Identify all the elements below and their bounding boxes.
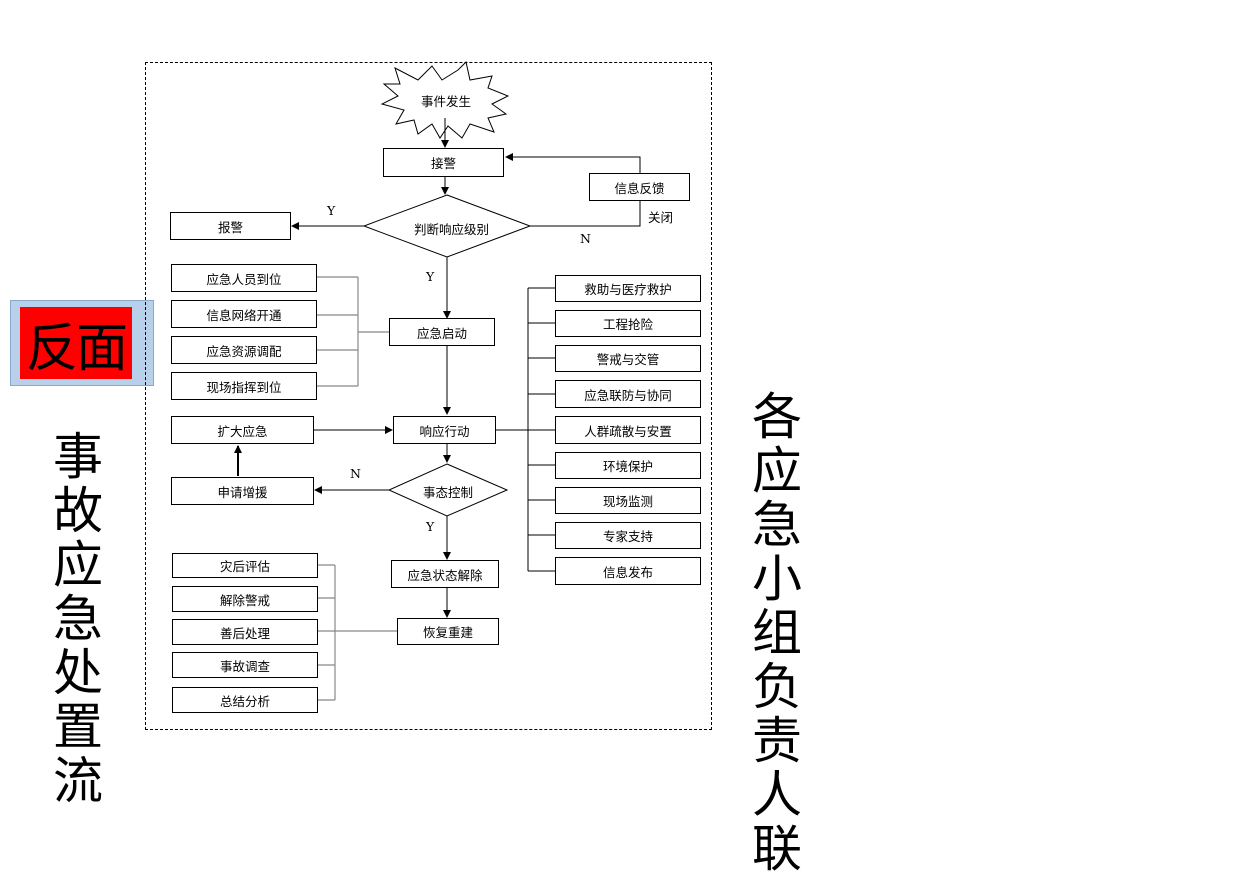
control-label: 事态控制 [423,485,474,500]
judge-yes-label: Y [327,203,336,218]
start-input-item: 现场指挥到位 [171,372,317,400]
control-no-label: N [350,466,361,481]
side-label: 反面 [20,307,132,379]
task-item: 应急联防与协同 [555,380,701,408]
request-aid-box: 申请增援 [171,477,314,505]
receive-alarm-box: 接警 [383,148,504,177]
release-box: 应急状态解除 [391,560,499,588]
task-item: 警戒与交管 [555,345,701,372]
left-vertical-title: 事故应急处置流 [53,428,103,810]
after-item: 解除警戒 [172,586,318,612]
start-input-item: 信息网络开通 [171,300,317,328]
task-item: 信息发布 [555,557,701,585]
rebuild-box: 恢复重建 [397,618,499,645]
task-item: 人群疏散与安置 [555,416,701,444]
report-box: 报警 [170,212,291,240]
after-item: 总结分析 [172,687,318,713]
after-item: 灾后评估 [172,553,318,578]
task-item: 现场监测 [555,487,701,514]
after-item: 事故调查 [172,652,318,678]
action-box: 响应行动 [393,416,496,444]
task-item: 专家支持 [555,522,701,549]
feedback-box: 信息反馈 [589,173,690,201]
event-starburst [380,61,510,139]
event-label: 事件发生 [421,94,472,109]
control-yes-label: Y [426,519,435,534]
judge-yes-down-label: Y [426,269,435,284]
expand-box: 扩大应急 [171,416,314,444]
start-input-item: 应急人员到位 [171,264,317,292]
start-input-item: 应急资源调配 [171,336,317,364]
start-box: 应急启动 [389,318,495,346]
judge-label: 判断响应级别 [414,222,490,237]
task-item: 救助与医疗救护 [555,275,701,302]
after-item: 善后处理 [172,619,318,645]
task-item: 环境保护 [555,452,701,479]
flowchart-frame [145,62,712,730]
close-label: 关闭 [648,210,674,225]
flowchart-connectors [234,61,641,701]
judge-no-label: N [580,231,591,246]
task-item: 工程抢险 [555,310,701,337]
